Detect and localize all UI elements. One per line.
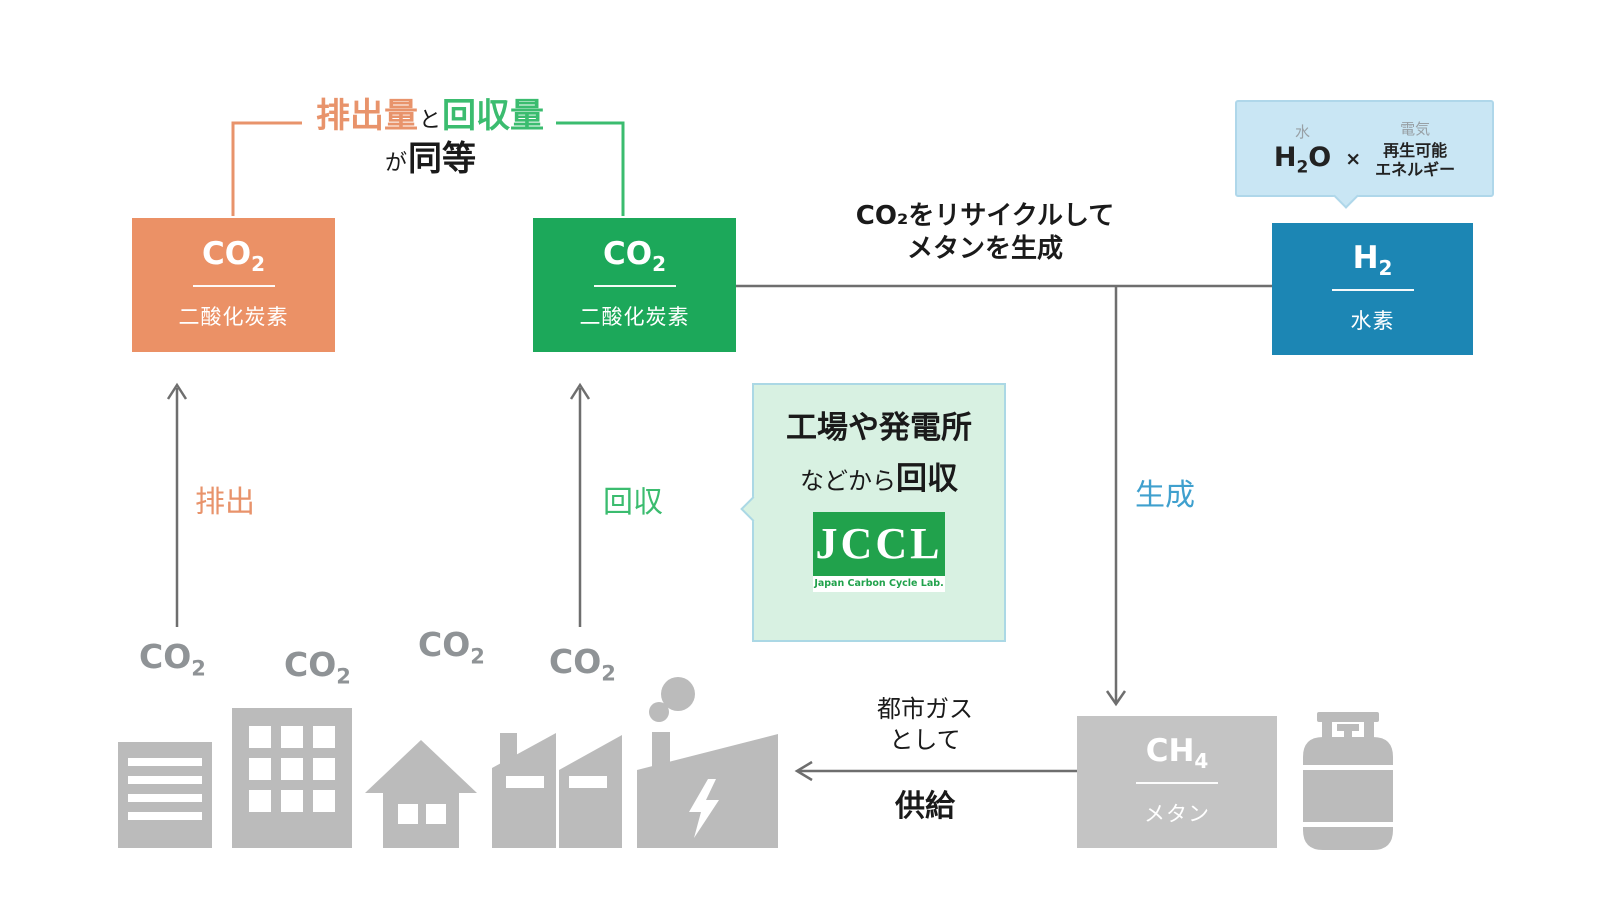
electricity-column: 電気 再生可能 エネルギー xyxy=(1375,118,1455,179)
generation-flow-label: 生成 xyxy=(1135,478,1195,513)
supply-arrowhead-icon xyxy=(794,760,813,782)
jccl-bubble-line2: などから 回収 xyxy=(800,460,958,497)
ground-co2-label: CO2 xyxy=(284,645,351,689)
jccl-logo: JCCL Japan Carbon Cycle Lab. xyxy=(813,511,945,592)
divider xyxy=(1136,782,1218,785)
times-symbol: × xyxy=(1345,147,1362,170)
jccl-logo-mark: JCCL xyxy=(813,511,945,576)
office-building-icon xyxy=(118,742,212,848)
house-icon xyxy=(365,740,477,848)
recycle-caption: CO₂をリサイクルして メタンを生成 xyxy=(855,201,1115,265)
equivalence-heading: 排出量 と 回収量 が 同等 xyxy=(240,96,620,180)
ground-co2-label: CO2 xyxy=(139,637,206,681)
ch4-formula: CH4 xyxy=(1145,732,1209,774)
jccl-bubble-line1: 工場や発電所 xyxy=(786,410,972,446)
ground-co2-label: CO2 xyxy=(418,625,485,669)
h2o-formula: H2O xyxy=(1273,141,1332,178)
factory-icon xyxy=(492,733,622,848)
electricity-caption: 電気 xyxy=(1400,119,1431,138)
h2-formula: H2 xyxy=(1352,239,1393,281)
equivalence-bracket-capture xyxy=(556,121,625,216)
lightning-bolt-icon xyxy=(689,779,719,838)
emission-arrowhead-icon xyxy=(166,382,188,400)
and-particle: と xyxy=(418,108,441,133)
emission-amount-label: 排出量 xyxy=(315,96,418,136)
renewable-energy-label: 再生可能 エネルギー xyxy=(1375,140,1456,179)
apartment-building-icon xyxy=(232,708,352,848)
equivalence-particle: が xyxy=(384,151,407,177)
co2-name-label: 二酸化炭素 xyxy=(579,305,690,330)
co2-capture-box: CO2 二酸化炭素 xyxy=(533,218,736,352)
generation-arrowhead-icon xyxy=(1105,690,1127,707)
co2-name-label: 二酸化炭素 xyxy=(178,305,289,330)
capture-amount-label: 回収量 xyxy=(442,96,544,136)
divider xyxy=(593,285,676,288)
divider xyxy=(1331,289,1414,292)
methane-box: CH4 メタン xyxy=(1077,716,1277,848)
equivalence-word: 同等 xyxy=(408,139,476,180)
jccl-logo-caption: Japan Carbon Cycle Lab. xyxy=(813,575,945,592)
power-plant-icon xyxy=(637,677,778,848)
jccl-bubble: 工場や発電所 などから 回収 JCCL Japan Carbon Cycle L… xyxy=(740,383,1006,642)
ground-co2-label: CO2 xyxy=(549,642,616,686)
equivalence-bracket-emission xyxy=(231,121,302,216)
city-icons xyxy=(118,677,1393,850)
capture-arrowhead-icon xyxy=(569,382,591,400)
gas-cylinder-icon xyxy=(1303,712,1393,850)
water-caption: 水 xyxy=(1295,122,1311,141)
h2-name-label: 水素 xyxy=(1350,309,1395,334)
supply-label: 供給 xyxy=(895,789,955,824)
water-column: 水 H2O xyxy=(1274,121,1331,176)
emission-flow-label: 排出 xyxy=(195,485,255,520)
divider xyxy=(192,285,275,288)
city-gas-label: 都市ガス として xyxy=(877,695,973,755)
hydrogen-box: H2 水素 xyxy=(1272,223,1473,355)
co2-formula: CO2 xyxy=(201,235,266,277)
co2-emission-box: CO2 二酸化炭素 xyxy=(132,218,335,352)
ch4-name-label: メタン xyxy=(1144,802,1210,827)
capture-flow-label: 回収 xyxy=(603,485,663,520)
co2-formula: CO2 xyxy=(602,235,667,277)
electrolysis-bubble: 水 H2O × 電気 再生可能 エネルギー xyxy=(1235,100,1494,209)
